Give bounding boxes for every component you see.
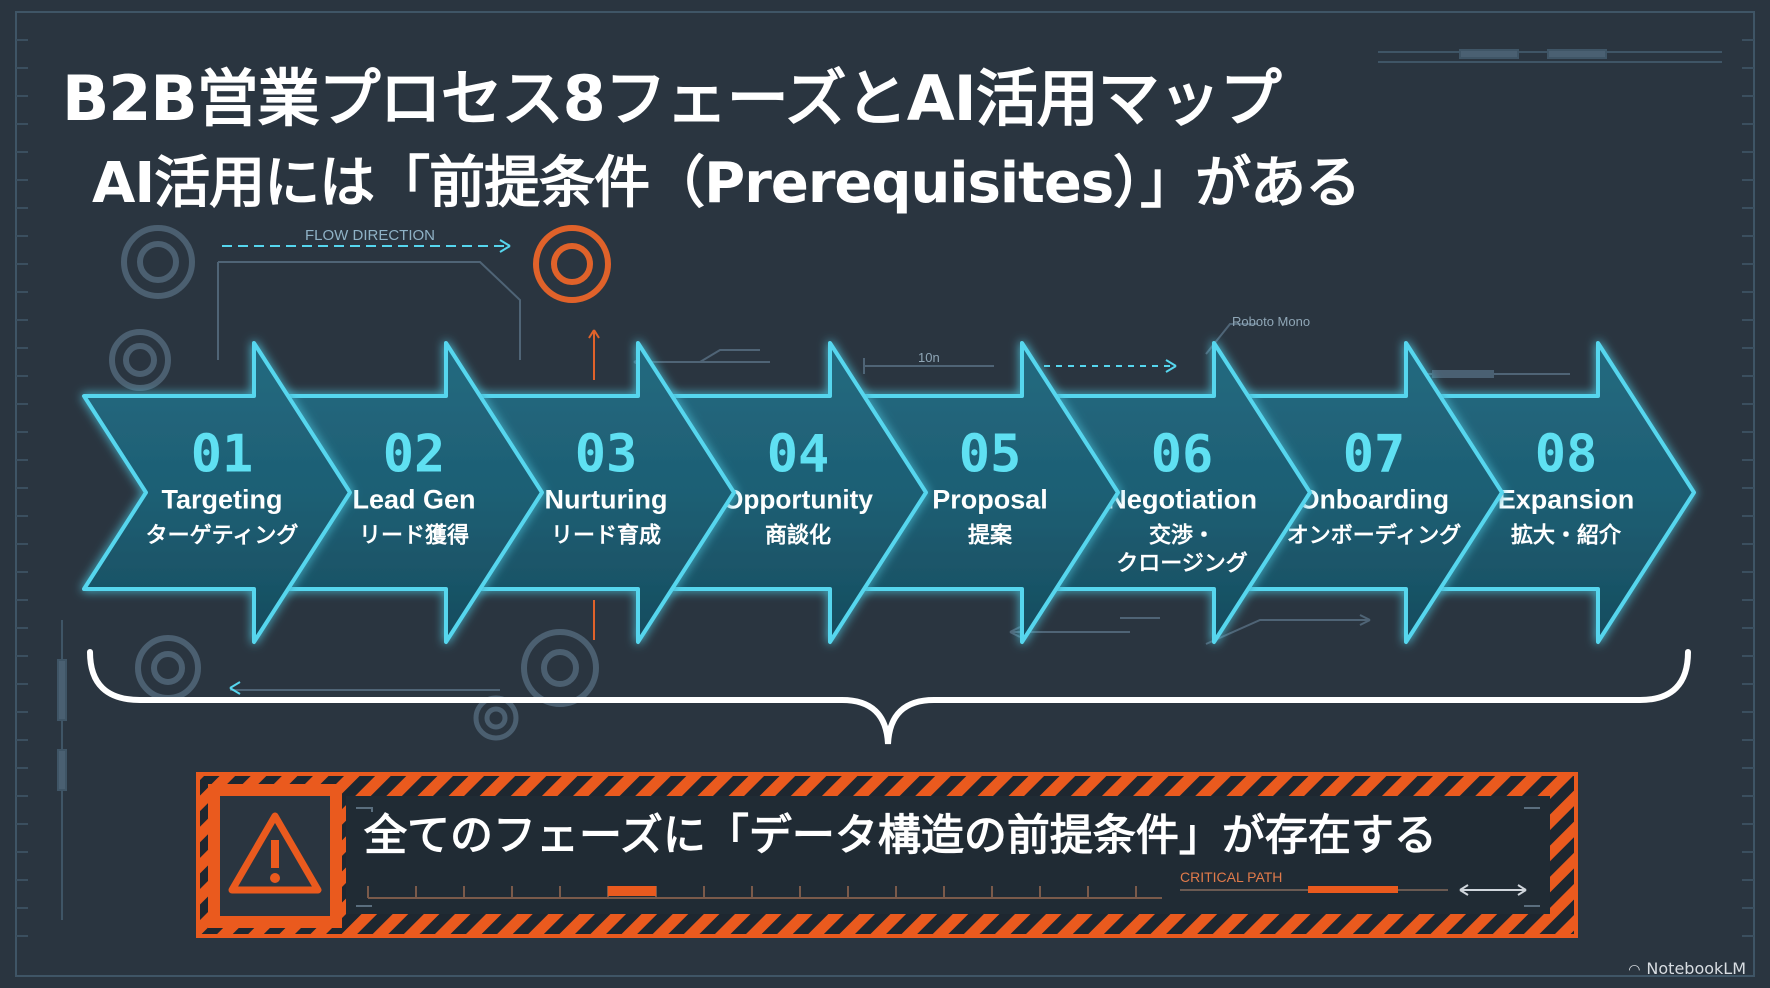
phase-name-ja: クロージング (1116, 551, 1248, 577)
phase-number: 06 (1151, 425, 1214, 485)
gear-icon (521, 629, 599, 707)
watermark: ◠ NotebookLM (1628, 959, 1746, 978)
phase-number: 05 (959, 425, 1022, 485)
phase-name-ja: 提案 (968, 523, 1013, 549)
callout-box (196, 772, 1578, 938)
dimension-label: 10n (918, 350, 940, 365)
phase-name-en: Expansion (1498, 485, 1635, 515)
critical-path-label: CRITICAL PATH (1180, 869, 1282, 885)
phase-number: 03 (575, 425, 638, 485)
phase-number: 08 (1535, 425, 1598, 485)
phase-name-en: Opportunity (723, 485, 873, 515)
phase-name-en: Proposal (932, 485, 1048, 515)
phase-number: 02 (383, 425, 446, 485)
notebooklm-logo-icon: ◠ (1628, 962, 1641, 978)
phase-number: 01 (191, 425, 254, 485)
phase-name-ja: リード育成 (551, 523, 661, 549)
callout-text: 全てのフェーズに「データ構造の前提条件」が存在する (363, 811, 1437, 861)
phase-name-en: Targeting (162, 485, 283, 515)
critical-path-scale (367, 884, 1527, 899)
page-subtitle: AI活用には「前提条件（Prerequisites）」がある (92, 151, 1361, 216)
bracket-brace (87, 649, 1691, 745)
gear-icon (109, 329, 171, 391)
phase-name-ja: ターゲティング (146, 523, 299, 549)
phase-name-ja: 交渉・ (1149, 523, 1215, 549)
warning-icon (228, 812, 322, 894)
phase-name-en: Onboarding (1299, 485, 1449, 515)
phase-name-en: Nurturing (545, 485, 668, 515)
roboto-mono-label: Roboto Mono (1232, 314, 1310, 329)
blueprint-lines (217, 239, 1570, 695)
gear-icon (473, 695, 519, 741)
gear-icon (135, 635, 201, 701)
frame-ticks (16, 39, 1754, 937)
flow-direction-label: FLOW DIRECTION (305, 227, 435, 244)
phase-name-ja: リード獲得 (359, 523, 469, 549)
page-title: B2B営業プロセス8フェーズとAI活用マップ (62, 62, 1282, 135)
phase-arrows: 08Expansion拡大・紹介07Onboardingオンボーディング06Ne… (82, 341, 1696, 644)
blueprint-frame (15, 11, 1755, 977)
phase-name-ja: 拡大・紹介 (1511, 523, 1622, 549)
phase-number: 04 (767, 425, 830, 485)
watermark-text: NotebookLM (1646, 959, 1746, 978)
phase-name-ja: オンボーディング (1287, 523, 1461, 549)
gear-icon (121, 225, 195, 299)
phase-name-ja: 商談化 (765, 523, 831, 549)
phase-arrow-shape (82, 341, 352, 644)
phase-name-en: Negotiation (1107, 485, 1257, 515)
phase-name-en: Lead Gen (352, 485, 475, 515)
gear-icon (533, 225, 611, 303)
phase-number: 07 (1343, 425, 1406, 485)
